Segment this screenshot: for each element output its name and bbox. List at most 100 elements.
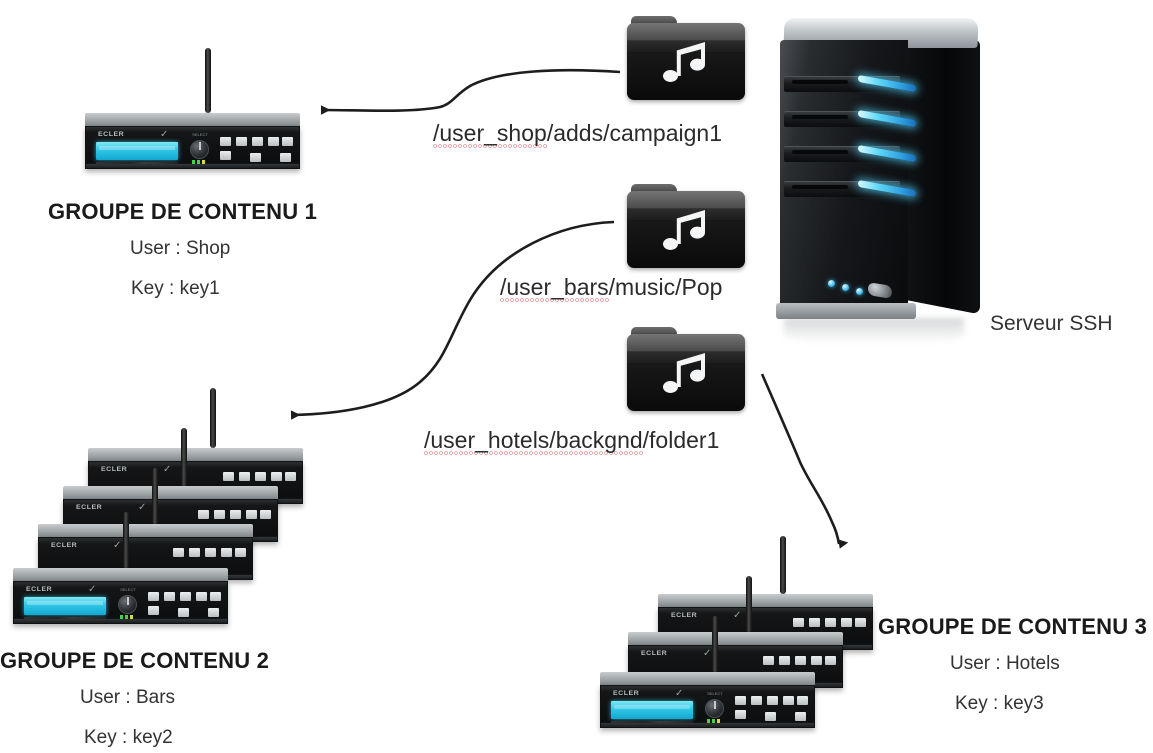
transfer-path-misspelled-3: /user_hotels/backgnd (424, 427, 643, 455)
transfer-path-label-1: /user_shop/adds/campaign1 (433, 120, 722, 148)
transfer-path-rest-2: /music/Pop (608, 274, 723, 300)
device-lcd-display (96, 142, 178, 160)
device-top-cover (88, 448, 303, 462)
arrow-folder3-to-group3 (760, 373, 849, 549)
device-check-mark: ✓ (675, 688, 684, 699)
folder-gloss (627, 23, 745, 53)
device-brand-logo: ECLER (613, 690, 640, 697)
device-bottom-trim (601, 723, 814, 727)
device-button-grid[interactable] (223, 472, 296, 502)
device-check-mark: ✓ (160, 129, 169, 140)
folder-gloss (627, 191, 745, 221)
device-check-mark: ✓ (138, 502, 147, 513)
device-button-grid[interactable] (198, 510, 271, 540)
music-folder-icon[interactable] (627, 16, 745, 100)
group-key-1: Key : key1 (131, 278, 220, 299)
server-label: Serveur SSH (990, 312, 1113, 335)
device-brand-logo: ECLER (671, 612, 698, 619)
device-bottom-trim (14, 619, 227, 623)
device-check-mark: ✓ (733, 610, 742, 621)
device-brand-logo: ECLER (101, 466, 128, 473)
group-title-2: GROUPE DE CONTENU 2 (0, 648, 270, 673)
device-top-cover (13, 568, 228, 582)
music-folder-icon[interactable] (627, 184, 745, 268)
device-knob-label: SELECT (707, 691, 723, 696)
device-check-mark: ✓ (163, 464, 172, 475)
device-top-cover (628, 632, 843, 646)
transfer-path-misspelled-2: /user_bars (500, 274, 609, 302)
device-top-cover (658, 594, 873, 608)
music-note-glyph (663, 353, 705, 393)
device-knob-label: SELECT (192, 132, 208, 137)
device-button-grid[interactable] (173, 548, 246, 578)
music-folder-icon[interactable] (627, 327, 745, 411)
device-antenna (181, 428, 187, 486)
device-antenna (780, 536, 786, 594)
device-lcd-display (24, 597, 106, 615)
group-title-3: GROUPE DE CONTENU 3 (878, 614, 1148, 639)
audio-player-device-icon[interactable]: ECLER ✓ (628, 576, 843, 688)
device-rotary-knob[interactable] (705, 699, 724, 718)
device-antenna (123, 512, 129, 568)
device-check-mark: ✓ (88, 584, 97, 595)
transfer-path-rest-1: /adds/campaign1 (546, 120, 722, 146)
transfer-path-label-3: /user_hotels/backgnd/folder1 (424, 427, 720, 455)
device-status-leds (120, 615, 136, 621)
device-antenna (210, 388, 216, 448)
device-bottom-trim (86, 164, 299, 168)
group-key-2: Key : key2 (84, 727, 173, 748)
folder-body (627, 23, 745, 100)
arrow-folder2-to-group2 (290, 220, 615, 420)
folder-body (627, 334, 745, 411)
group-user-1: User : Shop (130, 238, 231, 259)
device-button-grid[interactable] (735, 696, 808, 726)
audio-player-device-icon[interactable]: ECLER ✓ SELECT (600, 616, 815, 728)
device-button-grid[interactable] (220, 137, 293, 167)
device-top-cover (63, 486, 278, 500)
device-front-panel: ECLER ✓ SELECT (85, 126, 300, 169)
device-top-cover (38, 524, 253, 538)
transfer-path-rest-3: /folder1 (642, 427, 720, 453)
music-note-glyph (663, 210, 705, 250)
server-side-panel (906, 26, 980, 315)
audio-player-device-icon[interactable]: ECLER ✓ SELECT (13, 512, 228, 624)
server-reflection (784, 318, 964, 344)
device-status-leds (192, 160, 208, 166)
group-user-2: User : Bars (80, 687, 176, 708)
folder-body (627, 191, 745, 268)
device-top-cover (85, 113, 300, 127)
device-front-panel: ECLER ✓ SELECT (600, 685, 815, 728)
device-button-grid[interactable] (148, 592, 221, 622)
device-antenna (152, 468, 158, 524)
folder-gloss (627, 334, 745, 364)
group-user-3: User : Hotels (950, 653, 1060, 674)
device-antenna (746, 576, 752, 632)
device-brand-logo: ECLER (51, 542, 78, 549)
device-antenna (712, 616, 718, 672)
device-top-cover (600, 672, 815, 686)
arrow-folder1-to-group1 (320, 68, 621, 115)
transfer-path-label-2: /user_bars/music/Pop (500, 274, 723, 302)
audio-player-device-icon[interactable]: ECLER ✓ SELECT (85, 48, 300, 169)
music-note-glyph (663, 42, 705, 82)
device-rotary-knob[interactable] (190, 140, 209, 159)
device-brand-logo: ECLER (76, 504, 103, 511)
device-check-mark: ✓ (113, 540, 122, 551)
device-antenna (205, 48, 211, 113)
device-check-mark: ✓ (703, 648, 712, 659)
group-key-3: Key : key3 (955, 693, 1044, 714)
server-base (776, 303, 916, 319)
device-brand-logo: ECLER (98, 131, 125, 138)
device-rotary-knob[interactable] (118, 595, 137, 614)
device-button-grid[interactable] (793, 618, 866, 648)
device-status-leds (707, 719, 723, 725)
device-brand-logo: ECLER (641, 650, 668, 657)
device-lcd-display (611, 701, 693, 719)
transfer-path-misspelled-1: /user_shop (433, 120, 547, 148)
device-button-grid[interactable] (763, 656, 836, 686)
server-tower-icon (770, 18, 990, 348)
group-title-1: GROUPE DE CONTENU 1 (48, 199, 318, 224)
device-knob-label: SELECT (120, 587, 136, 592)
